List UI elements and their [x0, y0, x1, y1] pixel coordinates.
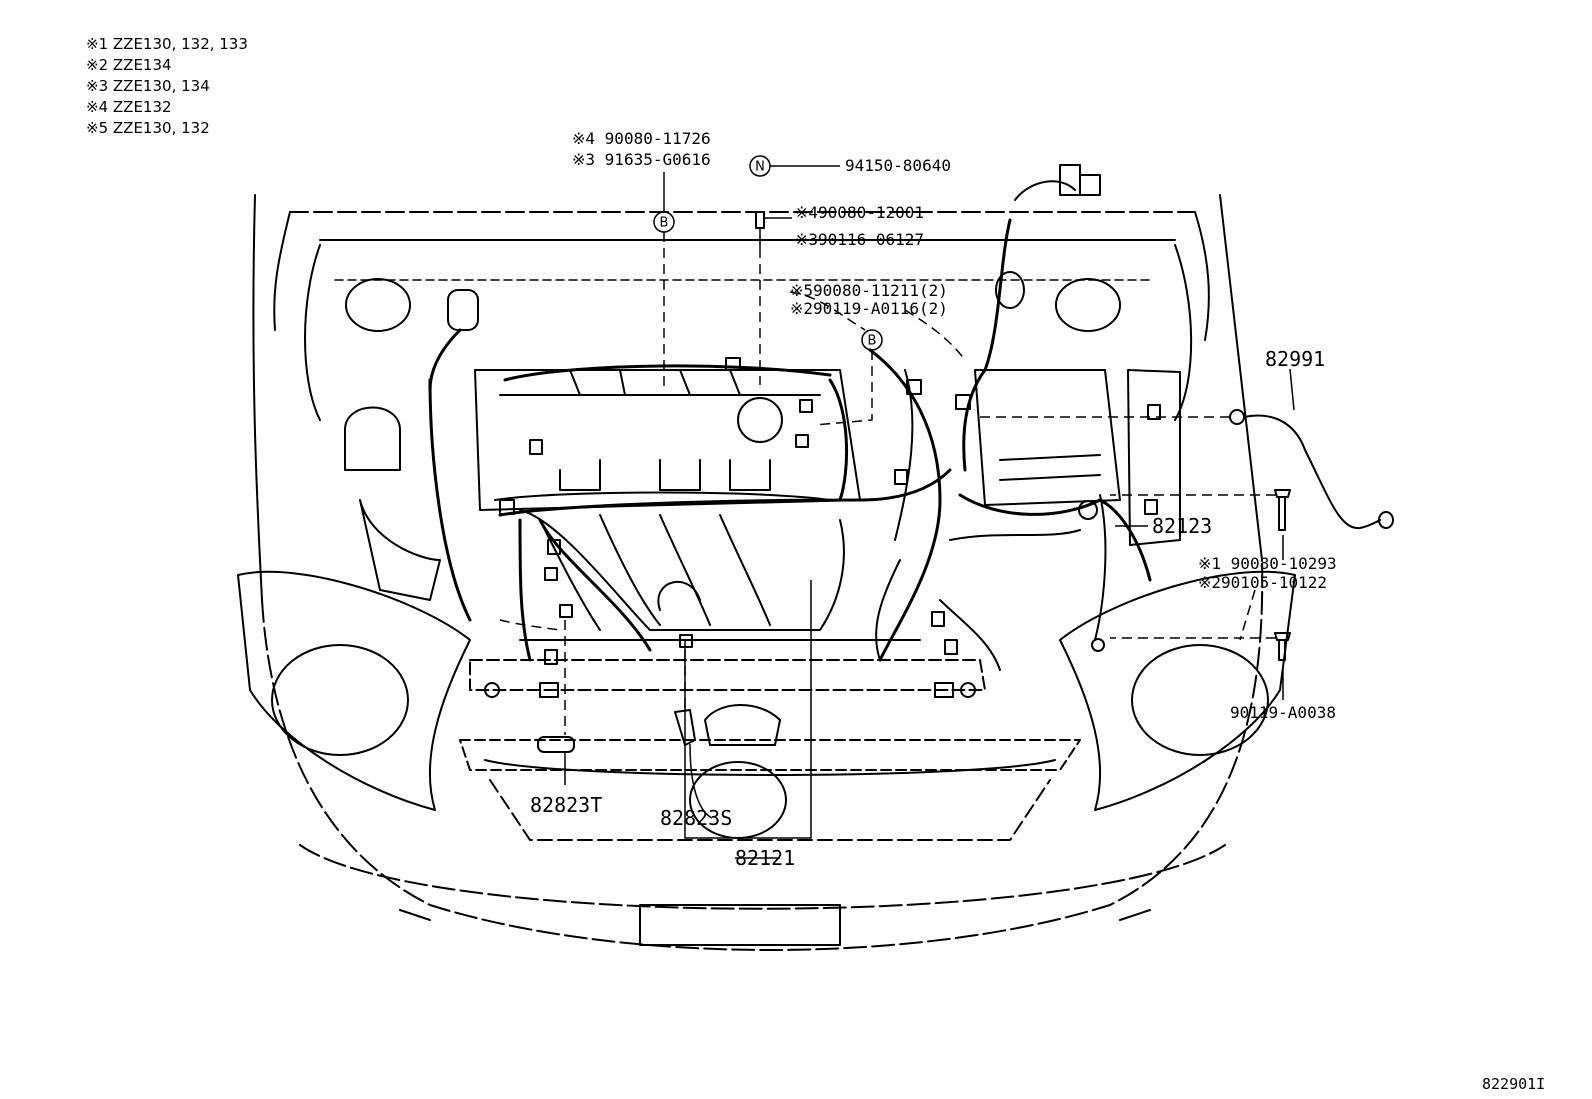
- note-5: ※5 ZZE130, 132: [86, 121, 210, 136]
- note-5-mark: ※5: [86, 119, 109, 137]
- note-2: ※2 ZZE134: [86, 58, 172, 73]
- figure-code: 822901I: [1482, 1075, 1546, 1093]
- note-3-mark: ※3: [86, 77, 109, 95]
- callout-82991: 82991: [1265, 347, 1326, 371]
- marker-b-top-label: B: [660, 216, 669, 231]
- callout-82823s: 82823S: [660, 806, 733, 830]
- note-1-text: ZZE130, 132, 133: [112, 35, 248, 53]
- callout-90080-10293: ※1 90080-10293: [1198, 554, 1337, 573]
- callout-90105-10122: ※290105-10122: [1198, 573, 1327, 592]
- callout-91635-g0616: ※3 91635-G0616: [572, 150, 711, 169]
- note-5-text: ZZE130, 132: [112, 119, 210, 137]
- note-3: ※3 ZZE130, 134: [86, 79, 210, 94]
- callout-90080-11726: ※4 90080-11726: [572, 129, 711, 148]
- note-4-text: ZZE132: [112, 98, 172, 116]
- note-1-mark: ※1: [86, 35, 109, 53]
- marker-n: [749, 155, 771, 177]
- note-1: ※1 ZZE130, 132, 133: [86, 37, 248, 52]
- callout-90116-06127: ※390116-06127: [795, 230, 924, 249]
- marker-b-top: [653, 211, 675, 233]
- callout-90080-12001: ※490080-12001: [795, 203, 924, 222]
- marker-b-mid: [861, 329, 883, 351]
- note-2-mark: ※2: [86, 56, 109, 74]
- callout-82823t: 82823T: [530, 793, 603, 817]
- note-4: ※4 ZZE132: [86, 100, 172, 115]
- callout-82121: 82121: [735, 846, 796, 870]
- note-2-text: ZZE134: [112, 56, 172, 74]
- note-4-mark: ※4: [86, 98, 109, 116]
- callout-90119-a0038: 90119-A0038: [1230, 703, 1336, 722]
- marker-n-label: N: [755, 160, 765, 175]
- note-3-text: ZZE130, 134: [112, 77, 210, 95]
- callout-90119-a0116: ※290119-A0116(2): [790, 299, 948, 318]
- marker-b-mid-label: B: [868, 334, 877, 349]
- callout-94150-80640: 94150-80640: [845, 156, 951, 175]
- callout-90080-11211: ※590080-11211(2): [790, 281, 948, 300]
- callout-82123: 82123: [1152, 514, 1213, 538]
